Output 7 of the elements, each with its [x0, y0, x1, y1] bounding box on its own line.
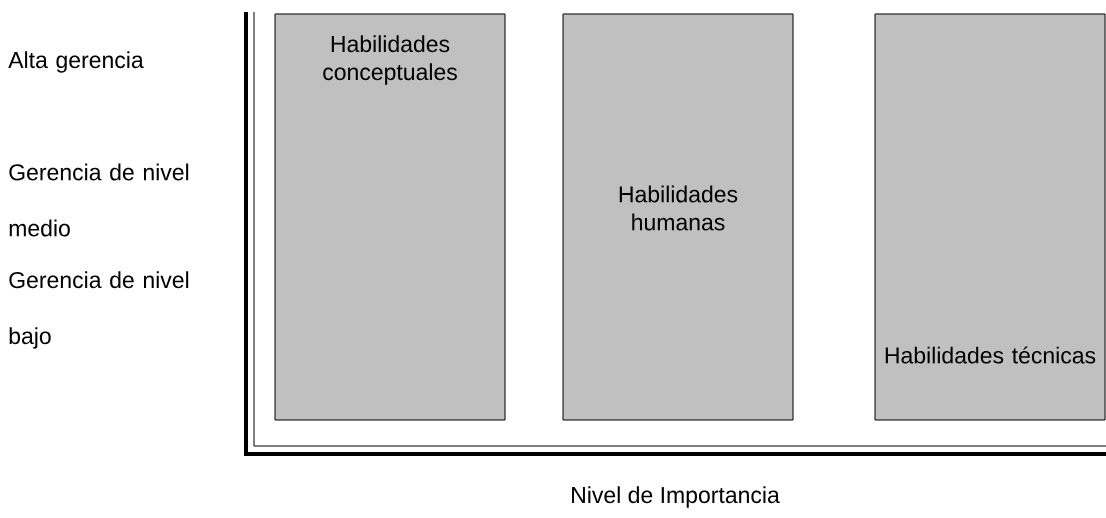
level-label: Gerencia de nivel bajo [9, 271, 189, 349]
level-label: Gerencia de nivel medio [9, 163, 189, 237]
skill-bar: Habilidades conceptuales [274, 13, 506, 421]
level-label: Alta gerencia [8, 51, 144, 73]
skill-bar: Habilidades humanas [562, 13, 794, 421]
skill-bar: Habilidades técnicas [874, 13, 1106, 421]
axis-label: Nivel de Importancia [572, 486, 780, 508]
